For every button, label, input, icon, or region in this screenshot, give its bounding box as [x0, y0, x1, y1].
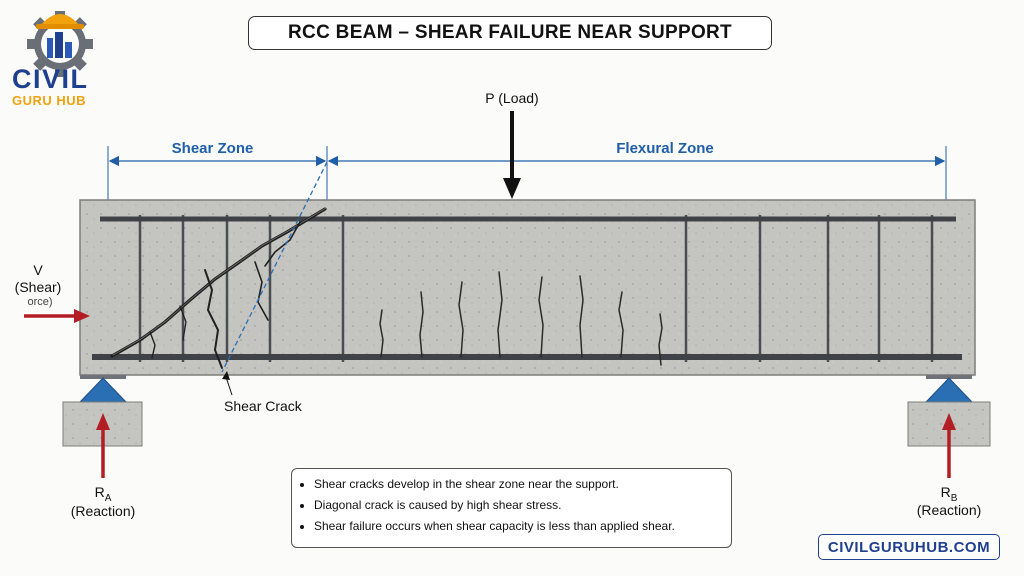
shear-force-arrow — [24, 309, 90, 323]
zone-dimension-lines — [107, 146, 947, 200]
reaction-b-label: RB — [904, 484, 994, 504]
reaction-b-subscript: B — [950, 492, 958, 504]
load-arrow — [503, 111, 521, 199]
shear-force-label-v: V — [33, 262, 43, 278]
reaction-b-arrow — [942, 413, 956, 478]
note-item: Shear cracks develop in the shear zone n… — [314, 477, 721, 491]
load-label: P (Load) — [485, 90, 539, 106]
shear-zone-label: Shear Zone — [171, 140, 254, 157]
shear-force-label-shear: (Shear) — [14, 279, 62, 295]
reaction-a-label: RA — [58, 484, 148, 504]
reaction-a-symbol: R — [94, 484, 105, 500]
reaction-b-description: (Reaction) — [916, 502, 982, 518]
concrete-beam — [79, 199, 976, 376]
reaction-a-subscript: A — [104, 492, 112, 504]
logo-title: CIVIL — [12, 64, 89, 94]
reaction-b-symbol: R — [940, 484, 951, 500]
logo-subtitle: GURU HUB — [12, 93, 87, 108]
page-title: RCC BEAM – SHEAR FAILURE NEAR SUPPORT — [248, 16, 772, 50]
flexural-cracks — [379, 271, 663, 366]
reaction-a-description: (Reaction) — [70, 503, 136, 519]
shear-crack-plane-line — [221, 161, 328, 373]
website-link[interactable]: CIVILGURUHUB.COM — [818, 534, 1000, 560]
shear-crack-label: Shear Crack — [224, 398, 302, 414]
notes-box: Shear cracks develop in the shear zone n… — [291, 468, 732, 548]
note-item: Diagonal crack is caused by high shear s… — [314, 498, 721, 512]
note-item: Shear failure occurs when shear capacity… — [314, 519, 721, 533]
shear-crack-leader — [222, 371, 233, 396]
shear-force-label-force: orce) — [27, 296, 53, 308]
reaction-a-arrow — [96, 413, 110, 478]
flexural-zone-label: Flexural Zone — [616, 140, 714, 157]
civil-guru-hub-logo — [27, 11, 93, 77]
shear-crack — [110, 207, 327, 369]
stirrups — [138, 215, 934, 362]
notes-list: Shear cracks develop in the shear zone n… — [302, 477, 721, 533]
